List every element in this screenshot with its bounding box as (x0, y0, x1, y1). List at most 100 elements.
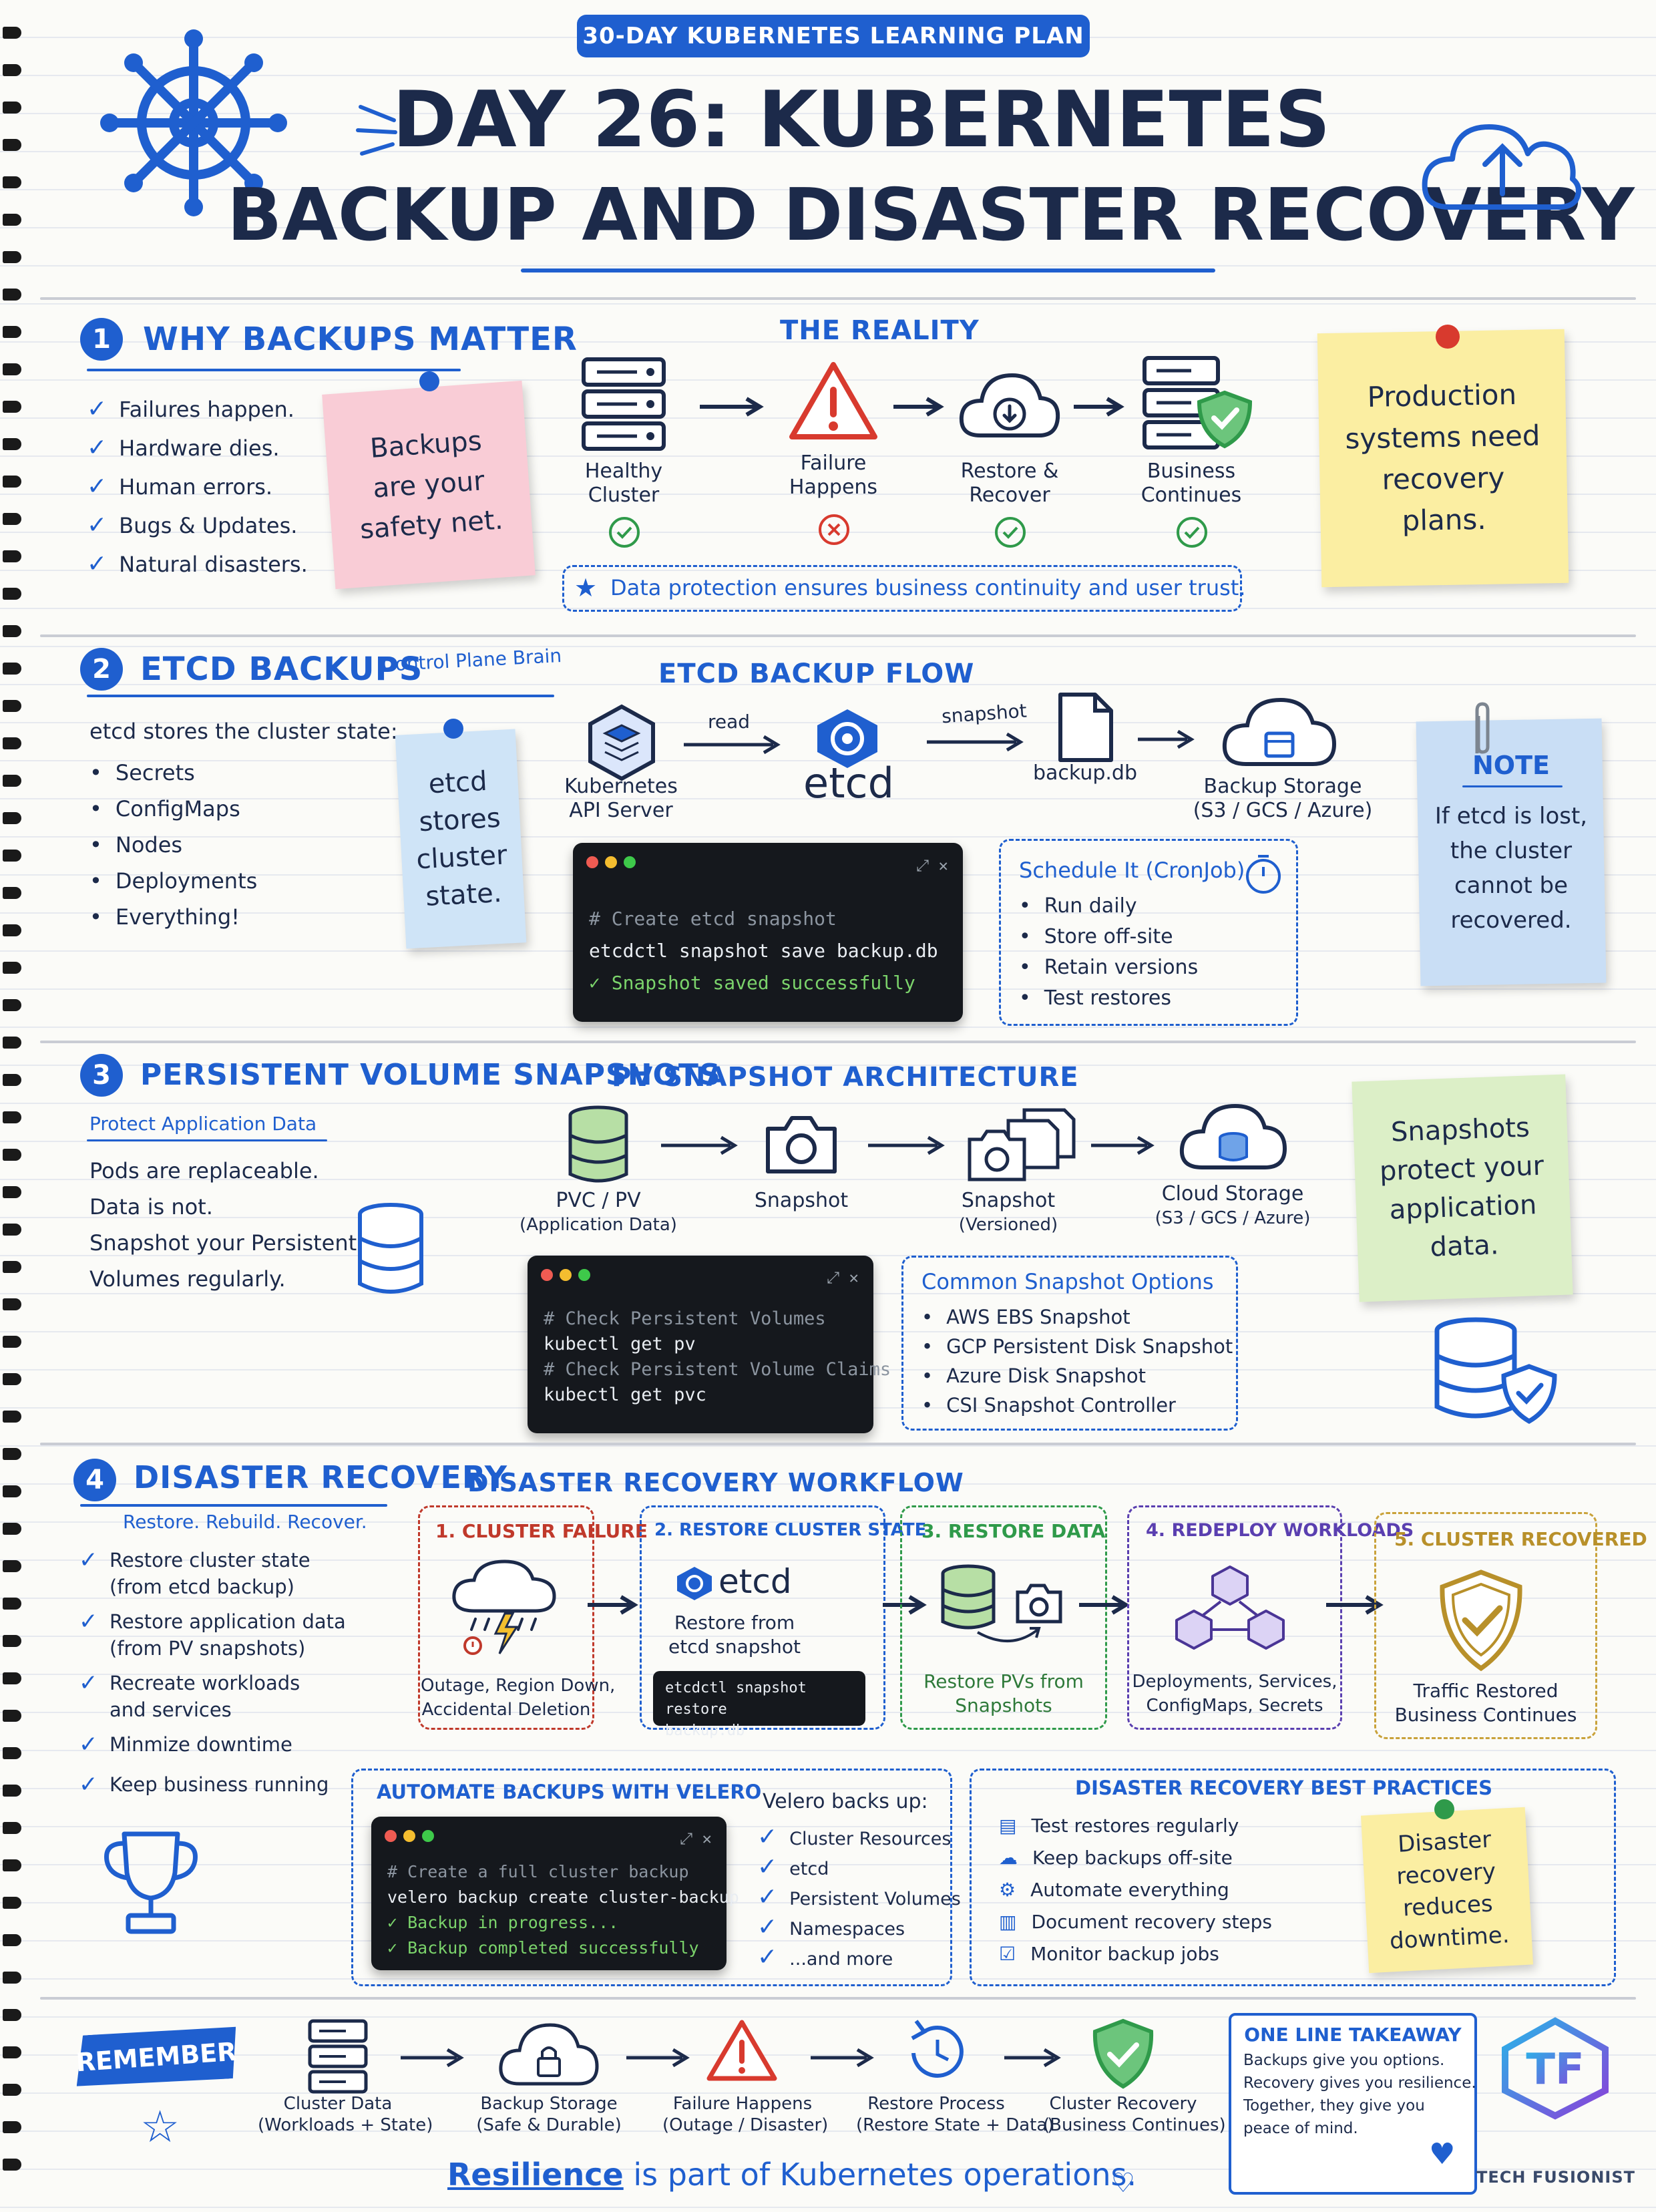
list-item: ...and more (757, 1944, 961, 1974)
footer-keyword: Resilience (447, 2157, 624, 2193)
spiral-ring (3, 812, 21, 824)
section3-lines: Pods are replaceable.Data is not.Snapsho… (89, 1158, 357, 1292)
dr-step-4 (1127, 1505, 1342, 1730)
window-resize-close-icon: ⤢ ✕ (679, 1829, 712, 1848)
api-server-icon (588, 704, 655, 781)
workloads-cubes-icon (1175, 1565, 1285, 1650)
data-protection-note-text: Data protection ensures business continu… (610, 575, 1246, 600)
window-controls (541, 1269, 590, 1281)
arrow-icon (811, 2048, 874, 2068)
spiral-ring (3, 251, 21, 263)
cloud-lock-icon (499, 2023, 599, 2086)
snapshot-options-title: Common Snapshot Options (921, 1269, 1214, 1294)
list-item: Test restores (1019, 983, 1198, 1014)
section1-title: WHY BACKUPS MATTER (143, 321, 578, 358)
spiral-ring (3, 1261, 21, 1273)
velero-title: AUTOMATE BACKUPS WITH VELERO (377, 1781, 762, 1803)
best-practices-title: DISASTER RECOVERY BEST PRACTICES (1075, 1777, 1493, 1799)
terminal-comment: # Create a full cluster backup (387, 1862, 689, 1881)
spiral-ring (3, 139, 21, 151)
heart-icon: ♡ (1111, 2168, 1135, 2199)
schedule-box (999, 839, 1298, 1026)
remember-caption: Backup Storage(Safe & Durable) (476, 2094, 622, 2135)
list-item: CSI Snapshot Controller (921, 1391, 1233, 1420)
spiral-ring (3, 1897, 21, 1909)
spiral-ring (3, 737, 21, 749)
spiral-ring (3, 2046, 21, 2058)
shield-check-icon (1092, 2018, 1154, 2089)
page-title-line2: BACKUP AND DISASTER RECOVERY (227, 174, 1635, 257)
spiral-ring (3, 1186, 21, 1198)
dr-step-title: 5. CLUSTER RECOVERED (1394, 1528, 1647, 1550)
section1-title-underline (87, 369, 461, 371)
sticky-note-blue: etcd stores cluster state. (395, 729, 527, 949)
velero-terminal: ⤢ ✕ # Create a full cluster backup veler… (371, 1817, 739, 1970)
section1-number: 1 (80, 318, 123, 361)
sparkle-lines-icon (356, 105, 397, 156)
list-item: Azure Disk Snapshot (921, 1361, 1233, 1391)
helm-wheel-icon (100, 29, 287, 216)
push-pin-icon (1436, 325, 1460, 349)
spiral-ring (3, 1934, 21, 1946)
spiral-ring (3, 513, 21, 525)
list-item: Run daily (1019, 891, 1198, 922)
dr-workflow-title: DISASTER RECOVERY WORKFLOW (467, 1468, 964, 1497)
pvc-caption: PVC / PV(Application Data) (520, 1189, 677, 1235)
list-item: Deployments (89, 863, 257, 899)
spiral-ring (3, 1336, 21, 1348)
divider-4 (40, 1443, 1636, 1445)
dr-step-title: 4. REDEPLOY WORKLOADS (1146, 1520, 1414, 1541)
spiral-ring (3, 999, 21, 1011)
restore-cycle-icon (911, 2020, 964, 2078)
arrow-icon (700, 397, 764, 417)
star-icon: ★ (574, 573, 598, 602)
restore-data-icon (941, 1564, 1062, 1643)
arrow-icon (626, 2048, 690, 2068)
cloud-storage-caption: Cloud Storage(S3 / GCS / Azure) (1155, 1182, 1311, 1228)
spiral-ring (3, 850, 21, 862)
spiral-ring (3, 1635, 21, 1647)
document-icon: ▥ (999, 1911, 1017, 1933)
brand-mark: TF (1526, 2045, 1584, 2094)
check-circle-icon (1177, 517, 1207, 548)
list-item: ⚙Automate everything (999, 1879, 1229, 1901)
terminal-comment: # Check Persistent Volume Claims (544, 1359, 891, 1380)
etcd-label: etcd (803, 759, 894, 807)
list-item: Everything! (89, 899, 257, 935)
section2-title-underline (87, 695, 554, 697)
list-item: Secrets (89, 755, 257, 791)
etcd-flow-title: ETCD BACKUP FLOW (658, 659, 975, 689)
list-item: Natural disasters. (87, 545, 308, 584)
section2-number: 2 (80, 648, 123, 691)
list-item: ✓Keep business running (79, 1771, 329, 1798)
list-item: ☑Monitor backup jobs (999, 1943, 1219, 1965)
push-pin-icon (443, 719, 463, 739)
spiral-ring (3, 1448, 21, 1460)
page-title-line1: DAY 26: KUBERNETES (392, 75, 1331, 165)
trophy-icon (104, 1831, 198, 1934)
dr-step-caption: Outage, Region Down,Accidental Deletion (421, 1676, 616, 1720)
list-item: ✓Restore application data(from PV snapsh… (79, 1608, 346, 1660)
spiral-ring (3, 2121, 21, 2133)
heart-icon: ♥ (1429, 2137, 1456, 2171)
camera-icon (766, 1116, 837, 1173)
section2-title: ETCD BACKUPS (140, 651, 423, 688)
section4-title: DISASTER RECOVERY (134, 1459, 508, 1495)
spiral-ring (3, 1074, 21, 1086)
arrow-icon (1138, 729, 1195, 749)
spiral-ring (3, 1972, 21, 1984)
terminal-result: ✓ Backup in progress... (387, 1913, 619, 1932)
cloud-icon: ☁ (999, 1847, 1018, 1869)
spiral-ring (3, 1149, 21, 1161)
etcd-terminal: ⤢ ✕ # Create etcd snapshot etcdctl snaps… (573, 843, 963, 1022)
window-controls (385, 1830, 434, 1842)
arrow-icon (868, 1135, 945, 1155)
schedule-title: Schedule It (CronJob) (1019, 858, 1245, 883)
etcd-logo-icon (677, 1567, 712, 1600)
list-item: Store off-site (1019, 922, 1198, 952)
spiral-ring (3, 1485, 21, 1497)
arrow-icon (1004, 2048, 1061, 2068)
dr-step-title: 2. RESTORE CLUSTER STATE (654, 1520, 927, 1540)
